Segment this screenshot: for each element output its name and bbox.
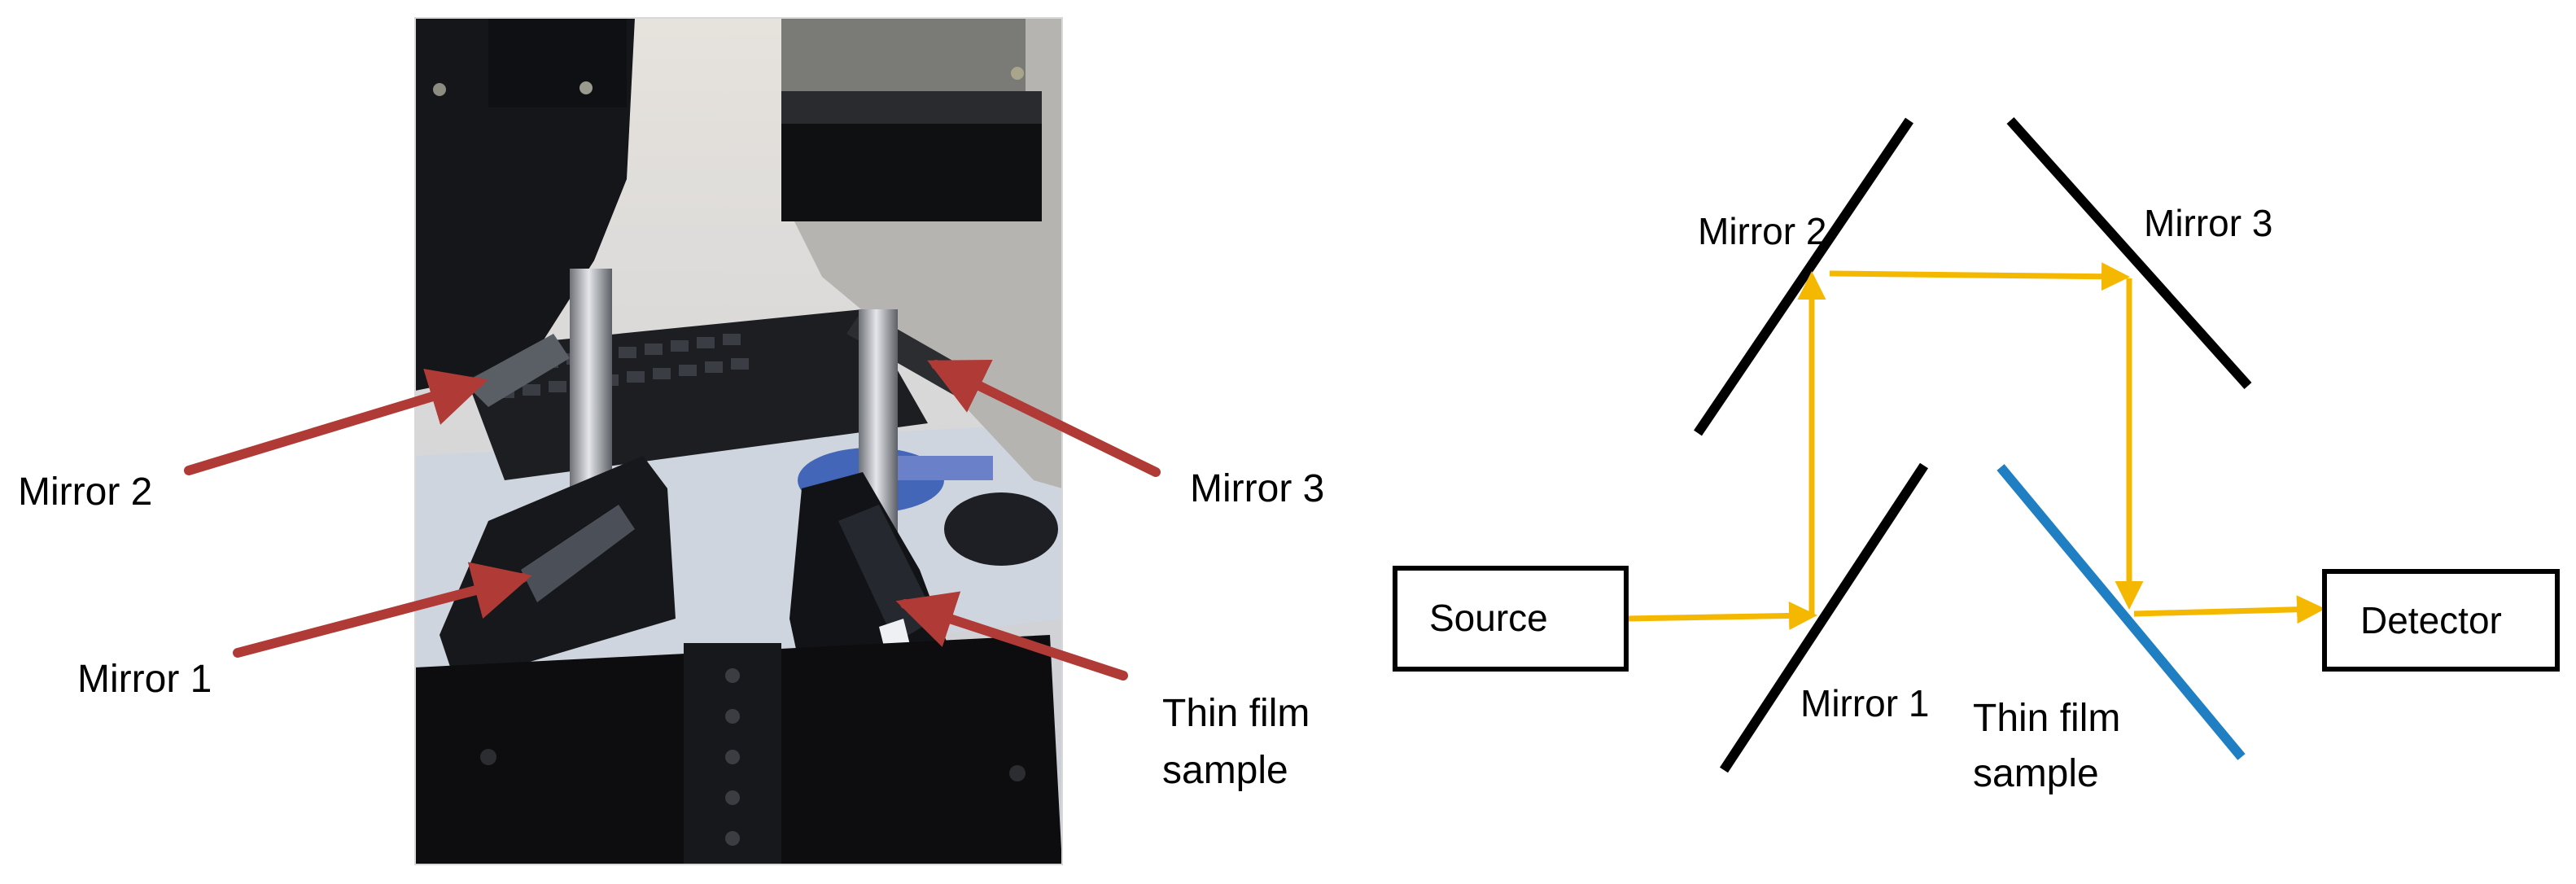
- detector-label: Detector: [2360, 599, 2502, 641]
- photo-label-mirror1: Mirror 1: [77, 658, 212, 701]
- blue-strip: [895, 456, 993, 480]
- schematic-label-thin-film-line2: sample: [1973, 752, 2099, 795]
- schematic-label-mirror2: Mirror 2: [1698, 210, 1826, 252]
- schematic-label-thin-film-line1: Thin film: [1973, 697, 2120, 740]
- arrow-mirror1: [233, 562, 532, 658]
- arrow-mirror2: [184, 368, 488, 475]
- bench-holes: [725, 668, 740, 846]
- screw-head: [1011, 67, 1024, 80]
- screw-head: [1009, 765, 1026, 781]
- mirror3-top-plate: [781, 91, 1042, 124]
- schematic-label-mirror3: Mirror 3: [2144, 202, 2272, 244]
- beam-source-to-mirror1: [1625, 601, 1817, 630]
- mirror1-line: [1719, 462, 1929, 773]
- mirror3-top-block: [781, 18, 1026, 91]
- source-label: Source: [1429, 597, 1548, 639]
- schematic-panel: Source Detector Mirror 2 Mirror 3 Mirror…: [1393, 116, 2560, 795]
- photo-frame: [414, 17, 1063, 865]
- mirror3-line: [2006, 116, 2252, 390]
- mirror3-mid-plate: [781, 124, 1042, 221]
- thin-film-sample-line: [1997, 464, 2246, 760]
- mirror2-face: [464, 334, 570, 407]
- photo-label-mirror2: Mirror 2: [18, 470, 152, 514]
- beam-sample-to-detector: [2133, 595, 2325, 624]
- arrow-thin-film: [895, 591, 1128, 681]
- detector-box: [2322, 569, 2560, 672]
- arrow-mirror3: [927, 360, 1161, 477]
- computer-mouse: [944, 492, 1058, 566]
- photo-label-thin-film-line2: sample: [1162, 749, 1288, 792]
- mirror2-upper-mount: [415, 18, 635, 391]
- screw-head: [579, 81, 593, 94]
- screw-head: [480, 749, 496, 765]
- photo-label-thin-film-line1: Thin film: [1162, 692, 1310, 735]
- beam-mirror2-to-mirror3: [1829, 262, 2130, 291]
- photo-label-mirror3: Mirror 3: [1190, 467, 1324, 510]
- schematic-label-mirror1: Mirror 1: [1800, 682, 1929, 724]
- mirror1-face: [521, 505, 635, 602]
- screw-head: [433, 83, 446, 96]
- photo-panel: Mirror 2 Mirror 1 Mirror 3 Thin film sam…: [18, 17, 1324, 865]
- mirror2-top-block: [488, 18, 627, 107]
- source-box: [1393, 566, 1629, 672]
